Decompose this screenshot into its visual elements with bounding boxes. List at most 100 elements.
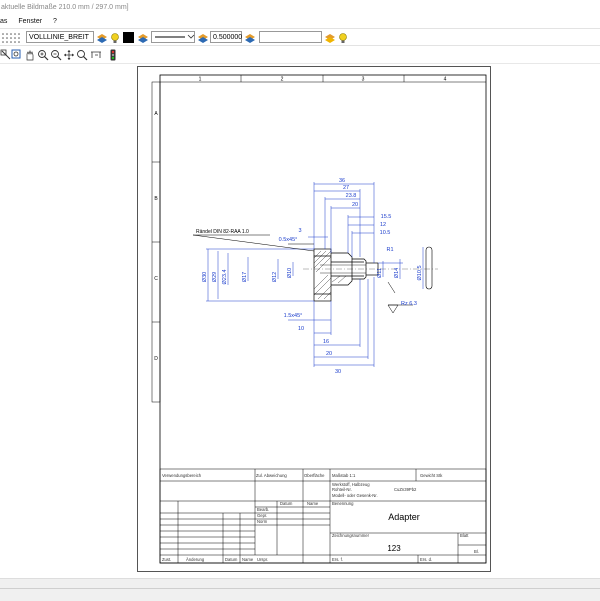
dim-20: 20 (352, 202, 358, 208)
dim-15-5: 15.5 (381, 214, 392, 220)
chamfer-top-note: 0.5x45° (279, 237, 298, 243)
row-label: C (154, 276, 158, 282)
line-type-select[interactable] (151, 31, 195, 43)
dim-dia-23-4: Ø23.4 (222, 270, 228, 285)
dim-36: 36 (339, 178, 345, 184)
tb-name: Name (307, 501, 319, 506)
lightbulb-icon[interactable] (337, 32, 349, 44)
tb-benennung: Benennung (332, 501, 354, 506)
column-label: 3 (362, 77, 365, 83)
tb-oberflaeche: Oberfläche (304, 473, 325, 478)
dim-dia-10-5: Ø10.5 (417, 266, 423, 281)
dim-10-5: 10.5 (380, 230, 391, 236)
tb-ers-f: Ers. f. (332, 557, 343, 562)
measure-icon[interactable] (90, 49, 102, 61)
zoom-window-icon[interactable] (0, 49, 12, 61)
layers-icon[interactable] (137, 32, 149, 44)
knurl-note: Rändel DIN 82-RAA 1.0 (196, 229, 249, 235)
traffic-light-icon[interactable] (107, 49, 119, 61)
dim-dia-29: Ø29 (212, 272, 218, 282)
tb-bearb: Bearb. (257, 507, 269, 512)
menu-item-fenster[interactable]: Fenster (18, 18, 43, 25)
row-label: A (154, 111, 158, 117)
layers-color-icon[interactable] (324, 32, 336, 44)
dim-dia-10: Ø10 (287, 268, 293, 278)
dim-dia-17: Ø17 (242, 272, 248, 282)
tb-bl: Bl. (474, 549, 479, 554)
line-style-field[interactable]: VOLLLINIE_BREIT (26, 31, 94, 43)
chamfer-bottom-note: 1.5x45° (284, 313, 303, 319)
technical-drawing: 1 2 3 4 A B C D (151, 74, 487, 564)
tb-urspr: Urspr. (257, 557, 268, 562)
tb-modell: Modell- oder Gesenk-Nr. (332, 493, 378, 498)
tb-gewicht: Gewicht Stk (420, 473, 443, 478)
tb-zul-abw: Zul. Abweichung (256, 473, 287, 478)
tb-zust: Zust. (162, 557, 171, 562)
drawing-sheet[interactable]: 1 2 3 4 A B C D (137, 66, 491, 572)
zoom-move-icon[interactable] (63, 49, 75, 61)
dim-16: 16 (323, 339, 329, 345)
column-label: 2 (281, 77, 284, 83)
dim-dia-11: Ø11 (377, 268, 383, 278)
pan-hand-icon[interactable] (24, 49, 36, 61)
roughness-note: Rz 6.3 (401, 301, 417, 307)
dim-30: 30 (335, 369, 341, 375)
tb-ers-d: Ers. d. (420, 557, 432, 562)
tb-zeichnungsnummer: Zeichnungsnummer (332, 533, 370, 538)
toolbar-view (0, 46, 600, 64)
dimension-lines (206, 182, 424, 367)
dim-10-bottom: 10 (298, 326, 304, 332)
section-hatching (313, 250, 347, 300)
tb-verwendung: Verwendungsbereich (162, 473, 202, 478)
dim-27: 27 (343, 185, 349, 191)
dim-23-8: 23.8 (346, 193, 357, 199)
zoom-extents-icon[interactable] (11, 49, 23, 61)
dim-3: 3 (298, 228, 301, 234)
dim-dia-12: Ø12 (272, 272, 278, 282)
line-preview-icon (155, 34, 195, 39)
status-bar-upper (0, 578, 600, 589)
lightbulb-icon[interactable] (109, 32, 121, 44)
grid-dots-icon[interactable] (1, 31, 23, 43)
row-label: D (154, 356, 158, 362)
tb-name2: Name (242, 557, 254, 562)
layers-icon[interactable] (244, 32, 256, 44)
window-title: aktuelle Bildmaße 210.0 mm / 297.0 mm] (1, 4, 129, 11)
zoom-previous-icon[interactable] (76, 49, 88, 61)
tb-gepr: Gepr. (257, 513, 267, 518)
drawing-number: 123 (387, 544, 401, 553)
row-label: B (154, 196, 158, 202)
title-block (159, 468, 487, 564)
column-label: 4 (444, 77, 447, 83)
tb-datum: Datum (280, 501, 293, 506)
leader-lines (192, 234, 413, 314)
tb-norm: Norm (257, 519, 268, 524)
radius-note: R1 (386, 247, 393, 253)
dim-20-bottom: 20 (326, 351, 332, 357)
end-nozzle (425, 246, 433, 290)
zoom-in-icon[interactable] (37, 49, 49, 61)
layers-icon[interactable] (197, 32, 209, 44)
menu-item-ansicht[interactable]: as (0, 18, 8, 25)
window-title-bar: aktuelle Bildmaße 210.0 mm / 297.0 mm] (0, 0, 600, 16)
tb-aenderung: Änderung (186, 557, 205, 562)
toolbar-line-properties: VOLLLINIE_BREIT 0.500000 (0, 28, 600, 46)
column-label: 1 (199, 77, 202, 83)
drawing-title: Adapter (388, 512, 420, 522)
tb-werkstoff: Werkstoff, Halbzeug (332, 482, 370, 487)
layers-icon[interactable] (96, 32, 108, 44)
tb-massstab: Maßstab 1:1 (332, 473, 356, 478)
zoom-out-icon[interactable] (50, 49, 62, 61)
tb-material: CuZn39Pb2 (394, 487, 417, 492)
status-bar-lower (0, 588, 600, 601)
dim-dia-14: Ø14 (394, 268, 400, 278)
extra-value-field[interactable] (259, 31, 322, 43)
line-width-field[interactable]: 0.500000 (210, 31, 242, 43)
menu-bar: as Fenster ? (0, 16, 600, 28)
menu-item-help[interactable]: ? (53, 18, 57, 25)
tb-datum2: Datum (225, 557, 238, 562)
color-swatch-black[interactable] (123, 32, 134, 43)
drawing-frame (159, 74, 487, 564)
dim-12: 12 (380, 222, 386, 228)
tb-blatt: Blatt (460, 533, 469, 538)
